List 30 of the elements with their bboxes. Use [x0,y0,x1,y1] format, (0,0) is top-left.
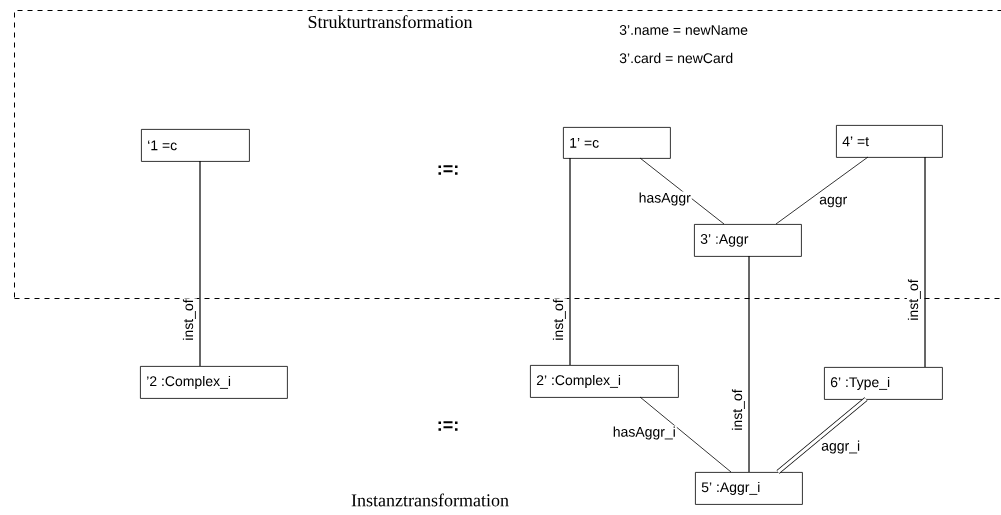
object-box: 1’ =c [563,127,671,159]
object-box: 6’ :Type_i [824,367,943,400]
edge-label: inst_of [181,298,197,342]
connector [776,397,868,474]
connector [199,160,201,367]
edge-label: aggr [818,195,849,209]
edge-label: aggr_i [820,439,862,455]
region-heading: Instanztransformation [350,492,510,508]
object-box: 2’ :Complex_i [530,365,679,398]
connector [639,396,732,473]
connector [775,156,869,225]
object-box: 4’ =t [836,125,943,158]
edge-label: inst_of [551,298,567,342]
connector [924,156,926,368]
equivalence-symbol: :=: [435,164,461,176]
equivalence-symbol: :=: [435,420,461,432]
object-box: ’2 :Complex_i [140,366,288,399]
connector [748,255,750,473]
edge-label: hasAggr_i [611,425,677,441]
object-box: ‘1 =c [141,129,250,162]
edge-label: hasAggr [637,191,692,207]
connector [569,157,571,366]
object-box: 3’ :Aggr [694,224,802,257]
connector [639,157,725,225]
rule-text: 3’.card = newCard [618,51,735,65]
rule-text: 3’.name = newName [618,24,749,36]
object-box: 5’ :Aggr_i [695,472,803,505]
edge-label: inst_of [730,388,746,432]
region-heading: Strukturtransformation [308,15,473,29]
edge-label: inst_of [906,278,922,322]
